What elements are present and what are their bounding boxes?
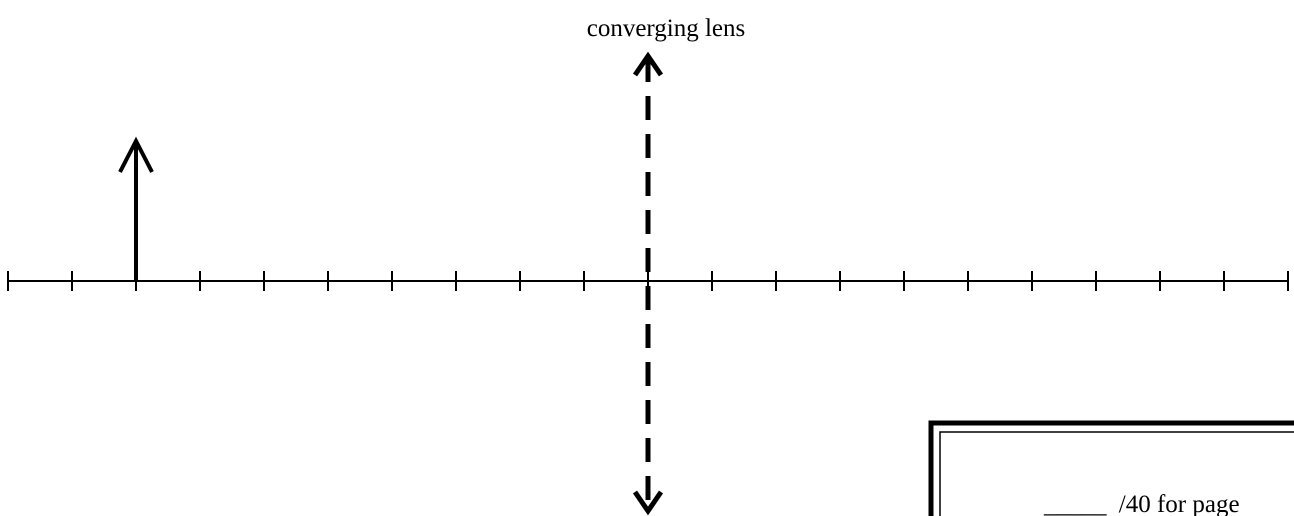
lens-label: converging lens bbox=[587, 15, 746, 42]
object-arrow bbox=[118, 136, 154, 281]
converging-lens bbox=[632, 51, 664, 516]
lens-top-arrow-head bbox=[632, 51, 664, 77]
axis-ticks bbox=[7, 271, 1289, 291]
score-text: _____ /40 for page bbox=[1043, 491, 1240, 516]
score-box-inner-border bbox=[939, 431, 1294, 516]
score-box-outer-border bbox=[928, 420, 1294, 516]
lens-bottom-arrow-head bbox=[632, 490, 664, 516]
score-box: _____ /40 for page bbox=[928, 420, 1294, 516]
score-label: /40 for page bbox=[1119, 491, 1240, 516]
object-arrow-head bbox=[118, 136, 154, 173]
score-blank: _____ bbox=[1043, 491, 1107, 516]
